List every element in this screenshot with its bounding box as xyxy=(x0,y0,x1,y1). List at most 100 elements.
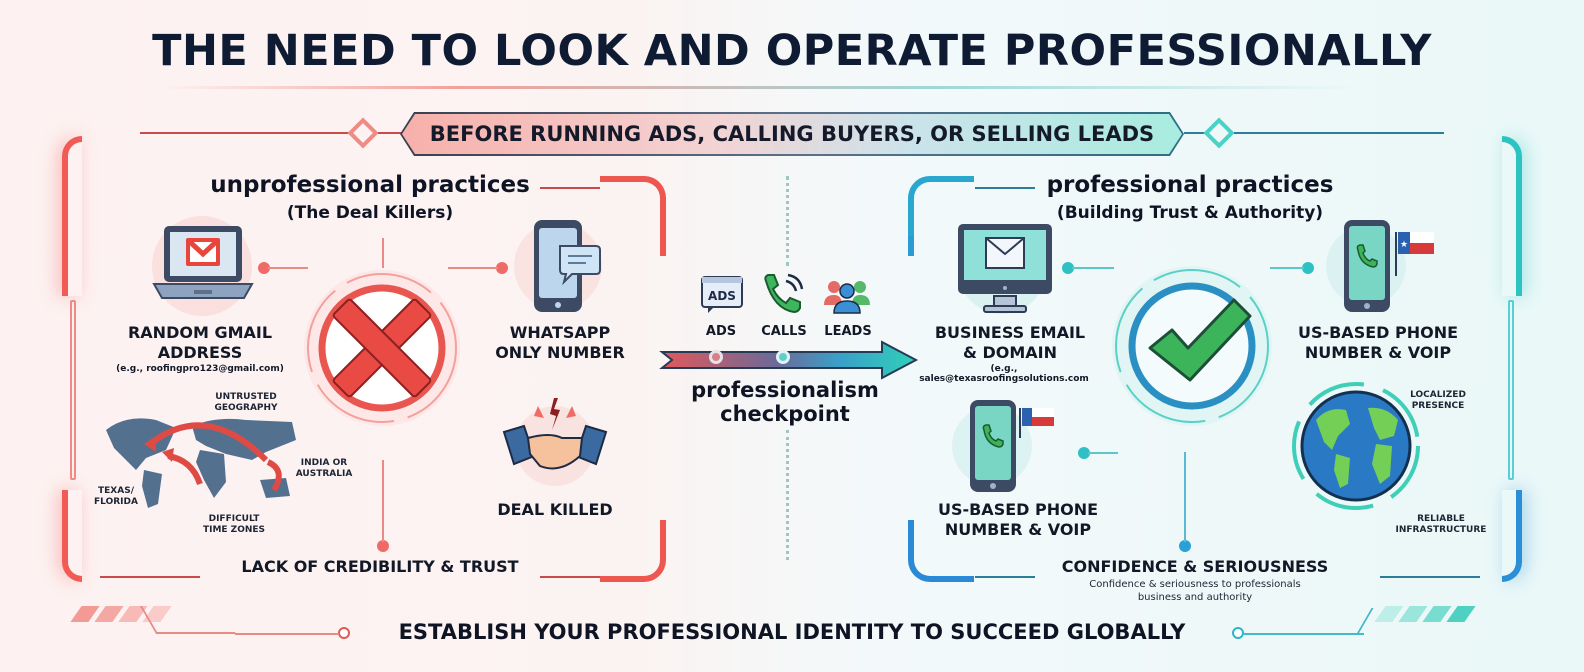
checkpoint-label: professionalism checkpoint xyxy=(680,378,890,426)
connector-line xyxy=(1184,452,1186,542)
gmail-label: RANDOM GMAIL ADDRESS xyxy=(110,323,290,363)
connector-line xyxy=(382,460,384,542)
whatsapp-label: WHATSAPP ONLY NUMBER xyxy=(490,323,630,363)
connector-line xyxy=(1270,267,1304,269)
diamond-ornament-left xyxy=(347,117,379,149)
banner-text: BEFORE RUNNING ADS, CALLING BUYERS, OR S… xyxy=(429,122,1155,146)
right-footer-subtext: Confidence & seriousness to professional… xyxy=(1020,578,1370,604)
gmail-label-line1: RANDOM GMAIL xyxy=(127,323,273,342)
banner-connector-right-short xyxy=(1184,132,1206,134)
whatsapp-label-line2: ONLY NUMBER xyxy=(495,343,625,362)
phone-chat-icon xyxy=(514,218,606,318)
left-frame-right-stub xyxy=(660,236,666,256)
map-label-line: TIME ZONES xyxy=(202,525,266,535)
connector-line xyxy=(448,267,498,269)
right-frame-top-corner xyxy=(1502,136,1522,296)
right-frame-left-bottom xyxy=(908,520,974,582)
page-title: THE NEED TO LOOK AND OPERATE PROFESSIONA… xyxy=(152,26,1432,76)
deal-killed-label: DEAL KILLED xyxy=(497,500,613,519)
globe-label-line: PRESENCE xyxy=(1411,401,1465,411)
checkpoint-label-line1: professionalism xyxy=(691,378,879,402)
people-group-icon xyxy=(822,277,872,315)
phone-texas-flag-icon: ★ xyxy=(1326,218,1446,318)
us-phone-label-top: US-BASED PHONE NUMBER & VOIP xyxy=(1286,323,1470,363)
map-label-time-zones: DIFFICULT TIME ZONES xyxy=(194,514,274,536)
right-bottom-line xyxy=(1244,633,1364,635)
left-title-line xyxy=(540,187,600,189)
map-label-line: FLORIDA xyxy=(94,497,138,507)
left-section-subtitle: (The Deal Killers) xyxy=(286,203,454,223)
checkpoint-node xyxy=(709,350,723,364)
right-frame-left-stub xyxy=(908,236,914,256)
connector-node xyxy=(1062,262,1074,274)
right-title-line xyxy=(975,187,1035,189)
map-label-line: AUSTRALIA xyxy=(295,469,353,479)
map-label-india-australia: INDIA OR AUSTRALIA xyxy=(284,458,364,480)
business-email-example: (e.g., sales@texasroofingsolutions.com xyxy=(919,364,1089,384)
ads-icon: ADS xyxy=(700,275,744,315)
connector-node xyxy=(1302,262,1314,274)
connector-node xyxy=(258,262,270,274)
left-frame-side-accent xyxy=(70,300,76,480)
left-frame-right-bottom xyxy=(600,520,666,582)
left-footer-line-left xyxy=(100,576,200,578)
whatsapp-label-line1: WHATSAPP xyxy=(509,323,611,342)
map-label-line: UNTRUSTED xyxy=(215,392,277,402)
us-phone-label-bottom-line2: NUMBER & VOIP xyxy=(944,520,1092,539)
calls-label: CALLS xyxy=(761,324,807,339)
svg-text:ADS: ADS xyxy=(708,289,736,303)
checkpoint-node xyxy=(776,350,790,364)
connector-node xyxy=(496,262,508,274)
globe-label-infrastructure: RELIABLE INFRASTRUCTURE xyxy=(1386,514,1496,536)
checkpoint-label-line2: checkpoint xyxy=(720,402,850,426)
globe-label-line: RELIABLE xyxy=(1417,514,1465,524)
center-divider-top xyxy=(786,176,789,266)
right-bottom-node xyxy=(1232,627,1244,639)
right-footer-subtext-line2: business and authority xyxy=(1137,592,1253,603)
connector-line xyxy=(1088,452,1118,454)
business-email-label-line2: & DOMAIN xyxy=(962,343,1058,362)
left-footer-line-right xyxy=(540,576,600,578)
banner: BEFORE RUNNING ADS, CALLING BUYERS, OR S… xyxy=(402,114,1182,154)
map-label-line: INDIA OR xyxy=(300,458,348,468)
right-stripes-ornament xyxy=(1374,606,1476,622)
globe-icon xyxy=(1292,382,1424,514)
left-section-title: unprofessional practices xyxy=(210,172,530,198)
red-x-icon xyxy=(302,268,462,428)
connector-node xyxy=(1078,447,1090,459)
world-map-icon xyxy=(96,400,326,516)
left-bottom-node xyxy=(338,627,350,639)
business-email-label: BUSINESS EMAIL & DOMAIN xyxy=(918,323,1102,363)
us-phone-label-bottom-line1: US-BASED PHONE xyxy=(937,500,1099,519)
right-footer-subtext-line1: Confidence & seriousness to professional… xyxy=(1089,579,1301,590)
map-label-untrusted: UNTRUSTED GEOGRAPHY xyxy=(196,392,296,414)
green-check-icon xyxy=(1110,264,1274,428)
connector-line xyxy=(382,238,384,268)
us-phone-label-top-line2: NUMBER & VOIP xyxy=(1304,343,1452,362)
map-label-line: DIFFICULT xyxy=(208,514,260,524)
left-bottom-line xyxy=(235,633,339,635)
map-label-line: GEOGRAPHY xyxy=(214,403,278,413)
map-label-texas-florida: TEXAS/ FLORIDA xyxy=(86,486,146,508)
connector-node xyxy=(377,540,389,552)
banner-connector-left xyxy=(140,132,350,134)
ads-label: ADS xyxy=(705,324,737,339)
title-underline xyxy=(160,86,1360,89)
right-footer-line-right xyxy=(1380,576,1480,578)
center-divider-bottom xyxy=(786,430,789,560)
svg-text:★: ★ xyxy=(1400,240,1408,250)
phone-call-icon xyxy=(760,273,806,315)
business-email-label-line1: BUSINESS EMAIL xyxy=(934,323,1086,342)
right-section-subtitle: (Building Trust & Authority) xyxy=(1056,203,1324,223)
right-footer-line-left xyxy=(975,576,1035,578)
laptop-gmail-icon xyxy=(140,216,260,318)
right-section-title: professional practices xyxy=(1046,172,1334,198)
left-footer: LACK OF CREDIBILITY & TRUST xyxy=(241,557,519,576)
broken-handshake-icon xyxy=(500,392,610,490)
us-phone-label-top-line1: US-BASED PHONE xyxy=(1297,323,1459,342)
right-footer: CONFIDENCE & SERIOUSNESS xyxy=(1061,557,1329,576)
diamond-ornament-right xyxy=(1203,117,1235,149)
left-frame-bottom-corner xyxy=(62,490,82,582)
bottom-tagline: ESTABLISH YOUR PROFESSIONAL IDENTITY TO … xyxy=(398,620,1186,644)
phone-texas-flag-icon xyxy=(952,398,1072,498)
